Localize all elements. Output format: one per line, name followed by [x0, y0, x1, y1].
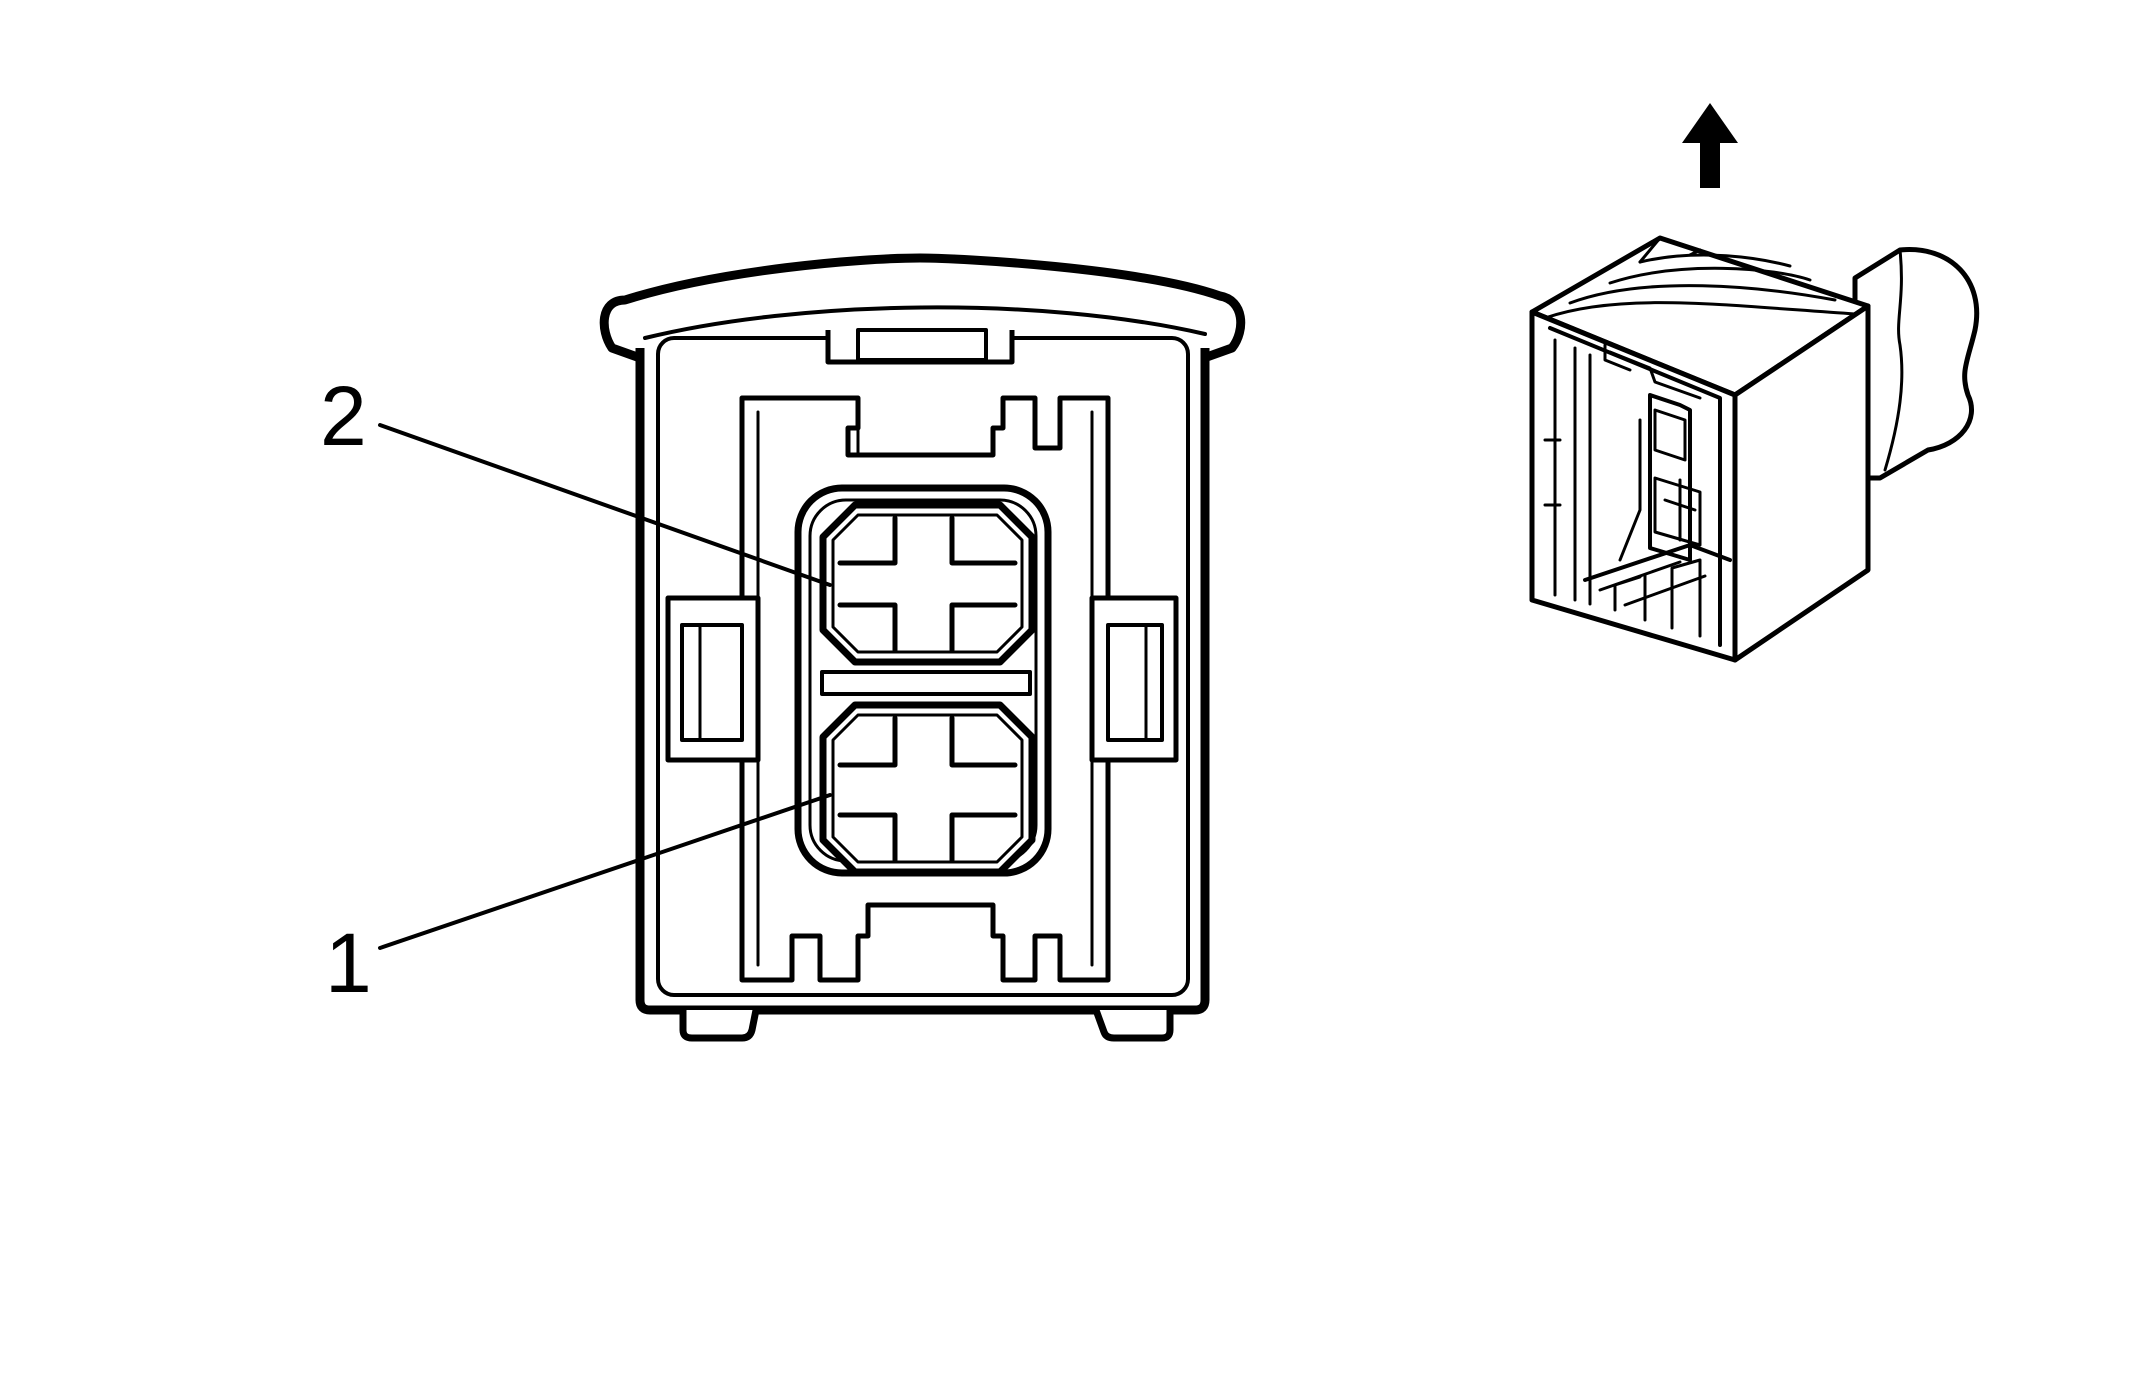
- lower-terminal-cavity: [819, 701, 1036, 876]
- right-side-tab: [1089, 595, 1179, 763]
- connector-cable: [1852, 247, 1980, 481]
- up-arrow-icon: [1682, 103, 1738, 188]
- callout-label-2: 2: [320, 369, 367, 463]
- connector-isometric-view: [1529, 103, 1980, 663]
- cavity-separator-bar: [820, 670, 1032, 696]
- connector-front-face: [1529, 309, 1738, 663]
- left-side-tab: [665, 595, 761, 763]
- bottom-foot-right: [1092, 1008, 1174, 1042]
- leader-line-2: [378, 423, 832, 587]
- bottom-foot-left: [679, 1009, 760, 1042]
- leader-line-1: [378, 793, 832, 950]
- upper-terminal-cavity: [819, 501, 1036, 666]
- callout-leader-lines: [378, 423, 832, 950]
- connector-face-view: [599, 253, 1246, 1042]
- callout-label-1: 1: [325, 916, 372, 1010]
